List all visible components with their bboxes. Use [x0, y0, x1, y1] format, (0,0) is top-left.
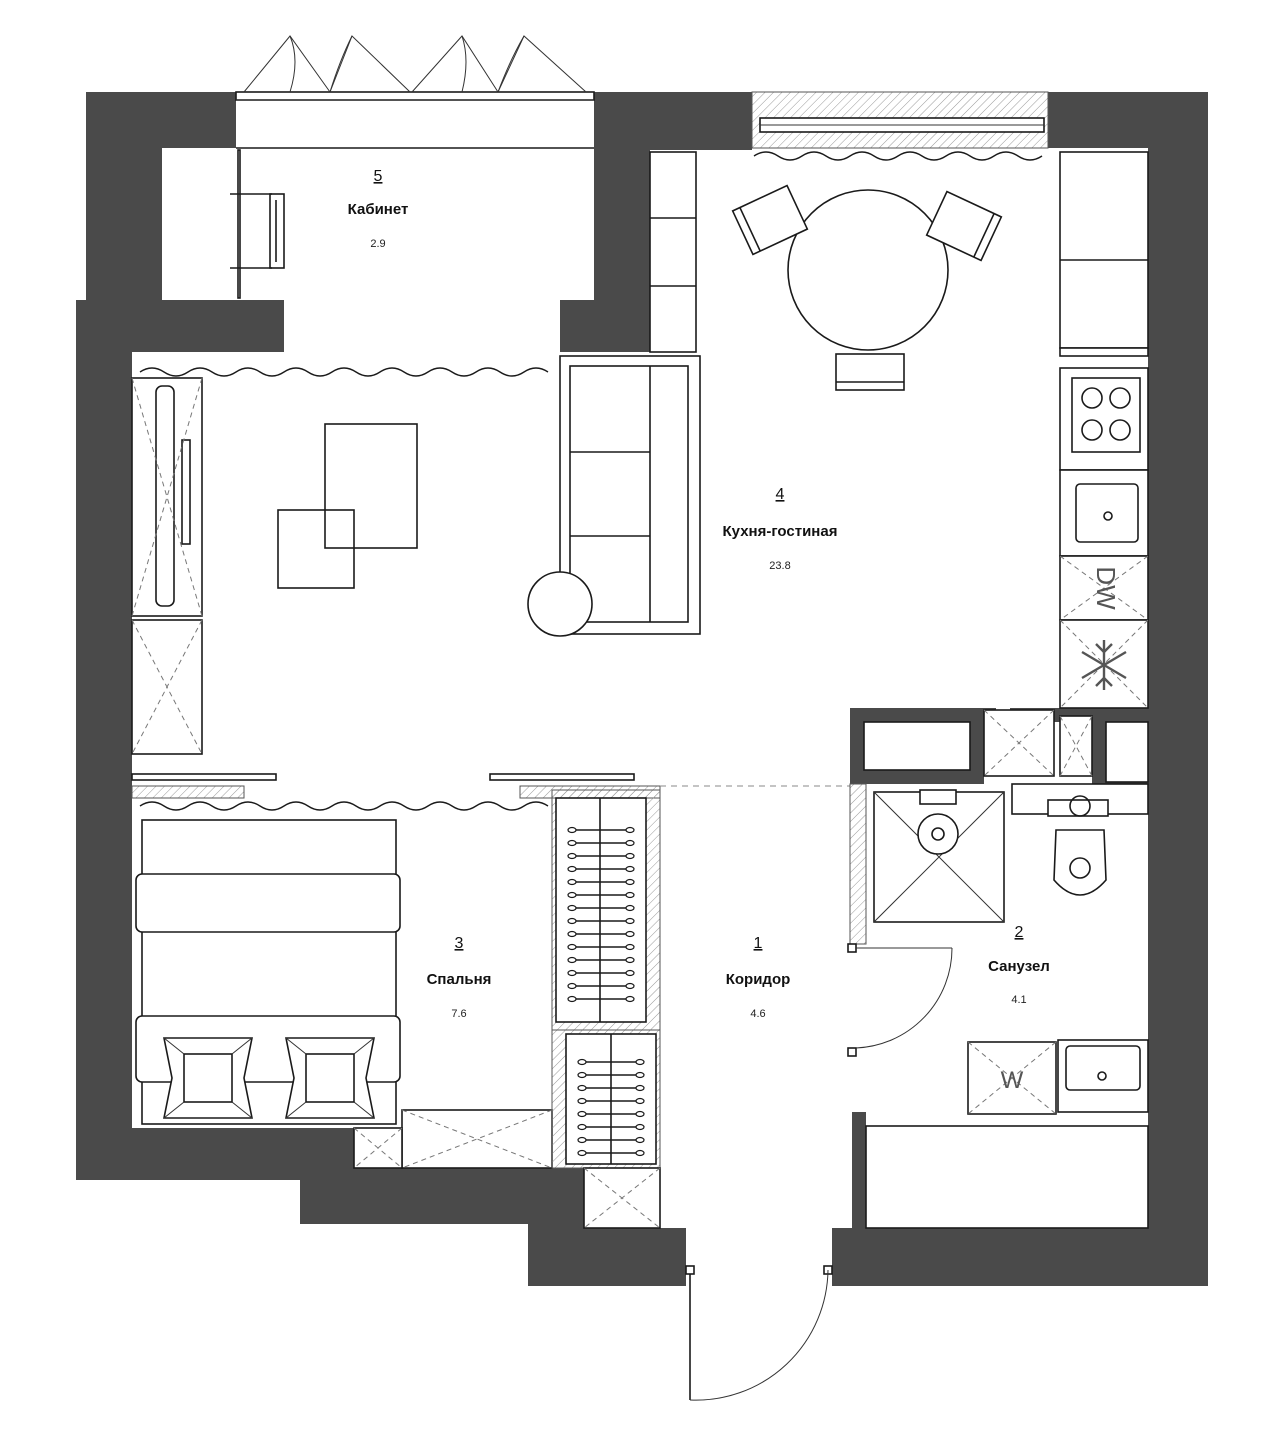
room-name: Спальня — [427, 971, 492, 988]
bathroom-lower-niche — [865, 1125, 1149, 1229]
room-name: Кабинет — [348, 201, 409, 218]
room-label-3: 3 Спальня 7.6 — [427, 935, 492, 1020]
curtain-kitchen — [753, 151, 1043, 161]
bathroom-sink — [1057, 1039, 1149, 1113]
room-label-4: 4 Кухня-гостиная 23.8 — [723, 486, 838, 572]
pillow — [163, 1037, 253, 1119]
washer-label: W — [1001, 1067, 1024, 1094]
room-area: 23.8 — [769, 560, 790, 572]
sink-icon — [1059, 469, 1149, 557]
room-area: 4.1 — [1011, 994, 1026, 1006]
room-area: 4.6 — [750, 1008, 765, 1020]
room-name: Коридор — [726, 971, 791, 988]
room-label-2: 2 Санузел 4.1 — [988, 924, 1050, 1006]
room-name: Кухня-гостиная — [723, 523, 838, 540]
pillow — [285, 1037, 375, 1119]
study-desk-chair — [230, 149, 285, 299]
curtain-study — [139, 367, 549, 377]
room-area: 7.6 — [451, 1008, 466, 1020]
entrance-door — [685, 1265, 833, 1401]
bed — [135, 819, 401, 1125]
kitchen-shelves — [649, 151, 697, 353]
room-number: 5 — [374, 168, 383, 185]
stove-icon — [1071, 377, 1141, 453]
door-swing-icon — [847, 943, 953, 1057]
room-number: 1 — [754, 935, 763, 952]
bedroom-storage — [353, 1109, 553, 1169]
bathroom-cabinets — [863, 709, 1149, 783]
shower-icon — [849, 783, 1005, 945]
snowflake-icon — [1059, 619, 1149, 709]
wardrobe-lower — [551, 1029, 661, 1169]
sofa — [527, 355, 701, 637]
room-number: 3 — [455, 935, 464, 952]
window-study — [235, 35, 595, 149]
corridor-closet — [583, 1167, 661, 1229]
walls — [76, 92, 1208, 1286]
dishwasher-label: DW — [1091, 566, 1121, 610]
room-label-1: 1 Коридор 4.6 — [726, 935, 791, 1020]
tv-cabinet — [131, 377, 203, 755]
room-area: 2.9 — [370, 238, 385, 250]
room-number: 2 — [1015, 924, 1024, 941]
dining-table — [731, 184, 1003, 391]
toilet-icon — [1011, 783, 1149, 896]
window-kitchen — [751, 91, 1049, 149]
bedroom-partition — [131, 773, 850, 799]
dishwasher: DW — [1059, 555, 1149, 621]
wardrobe-upper — [551, 789, 661, 1031]
room-number: 4 — [776, 486, 785, 503]
room-name: Санузел — [988, 958, 1050, 975]
washer: W — [967, 1041, 1057, 1115]
coffee-tables — [277, 423, 418, 589]
curtain-bedroom — [139, 801, 549, 811]
room-label-5: 5 Кабинет 2.9 — [348, 168, 409, 250]
